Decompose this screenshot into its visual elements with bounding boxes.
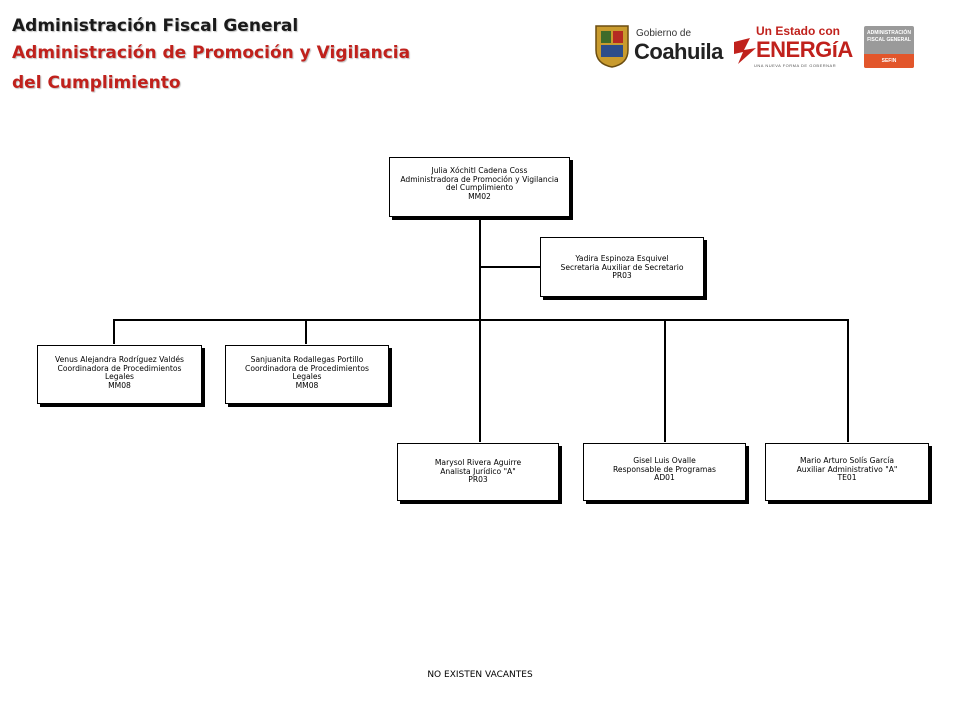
afg-logo-line1: ADMINISTRACIÓN	[867, 30, 911, 36]
header-subtitle: Administración de Promoción y Vigilancia	[12, 43, 411, 63]
org-node-name: Mario Arturo Solís García	[799, 456, 895, 465]
org-node-code: PR03	[468, 475, 488, 485]
org-node-code: MM02	[468, 191, 491, 201]
coahuila-shield-icon	[595, 25, 629, 68]
org-node-role: Auxiliar Administrativo "A"	[796, 464, 898, 474]
org-node-code: MM08	[108, 380, 131, 390]
connector-horizontal-bus	[113, 319, 849, 321]
header-title: Administración Fiscal General	[12, 16, 299, 36]
afg-logo-sefin-band: SEFIN	[864, 54, 914, 68]
org-node-coord2: Sanjuanita Rodallegas Portillo Coordinad…	[225, 345, 389, 404]
coahuila-logo-small-text: Gobierno de	[636, 28, 692, 39]
org-node-assistant: Yadira Espinoza Esquivel Secretaria Auxi…	[540, 237, 704, 297]
energia-logo: Un Estado con ENERGíA UNA NUEVA FORMA DE…	[732, 24, 853, 72]
org-node-name: Julia Xóchitl Cadena Coss	[431, 166, 528, 175]
org-node-code: PR03	[612, 271, 632, 281]
org-node-role: Legales	[292, 372, 322, 382]
org-node-code: TE01	[837, 473, 857, 483]
org-node-name: Gisel Luis Ovalle	[633, 456, 696, 465]
org-node-code: MM08	[295, 380, 319, 390]
org-node-role: Secretaria Auxiliar de Secretario	[560, 262, 684, 272]
org-node-name: Venus Alejandra Rodríguez Valdés	[55, 355, 184, 364]
coahuila-logo: Gobierno de Coahuila	[594, 24, 724, 70]
org-node-name: Yadira Espinoza Esquivel	[575, 254, 669, 263]
org-node-aux: Mario Arturo Solís García Auxiliar Admin…	[765, 443, 929, 501]
org-node-coord1: Venus Alejandra Rodríguez Valdés Coordin…	[37, 345, 202, 404]
org-node-code: AD01	[654, 473, 675, 483]
energia-logo-big-text: ENERGíA	[756, 37, 853, 62]
org-node-head: Julia Xóchitl Cadena Coss Administradora…	[389, 157, 570, 217]
energia-bolt-icon	[734, 38, 756, 64]
afg-logo-line2: FISCAL GENERAL	[867, 37, 911, 43]
connector-programs	[664, 320, 666, 442]
org-node-role: del Cumplimiento	[445, 183, 514, 193]
connector-aux	[847, 320, 849, 442]
org-node-role: Administradora de Promoción y Vigilancia	[400, 174, 559, 184]
energia-logo-tagline: UNA NUEVA FORMA DE GOBERNAR	[754, 63, 837, 68]
org-node-analyst: Marysol Rivera Aguirre Analista Jurídico…	[397, 443, 559, 501]
energia-logo-small-text: Un Estado con	[756, 24, 841, 38]
afg-logo-line3: SEFIN	[881, 58, 897, 64]
org-node-programs: Gisel Luis Ovalle Responsable de Program…	[583, 443, 746, 501]
afg-logo: ADMINISTRACIÓN FISCAL GENERAL SEFIN	[864, 26, 914, 68]
org-node-role: Coordinadora de Procedimientos	[57, 363, 182, 373]
connector-head-trunk	[479, 216, 481, 442]
org-node-name: Marysol Rivera Aguirre	[434, 458, 522, 467]
coahuila-logo-big-text: Coahuila	[634, 39, 723, 64]
vacancies-note: NO EXISTEN VACANTES	[427, 670, 533, 680]
connector-coord2	[305, 320, 307, 344]
connector-assistant	[480, 266, 540, 268]
org-node-role: Coordinadora de Procedimientos	[245, 363, 369, 373]
connector-coord1	[113, 320, 115, 344]
org-node-role: Legales	[105, 372, 134, 382]
org-node-role: Responsable de Programas	[612, 464, 717, 474]
header-subtitle-continued: del Cumplimiento	[12, 73, 181, 93]
org-node-role: Analista Jurídico "A"	[440, 466, 516, 476]
org-node-name: Sanjuanita Rodallegas Portillo	[250, 355, 364, 364]
